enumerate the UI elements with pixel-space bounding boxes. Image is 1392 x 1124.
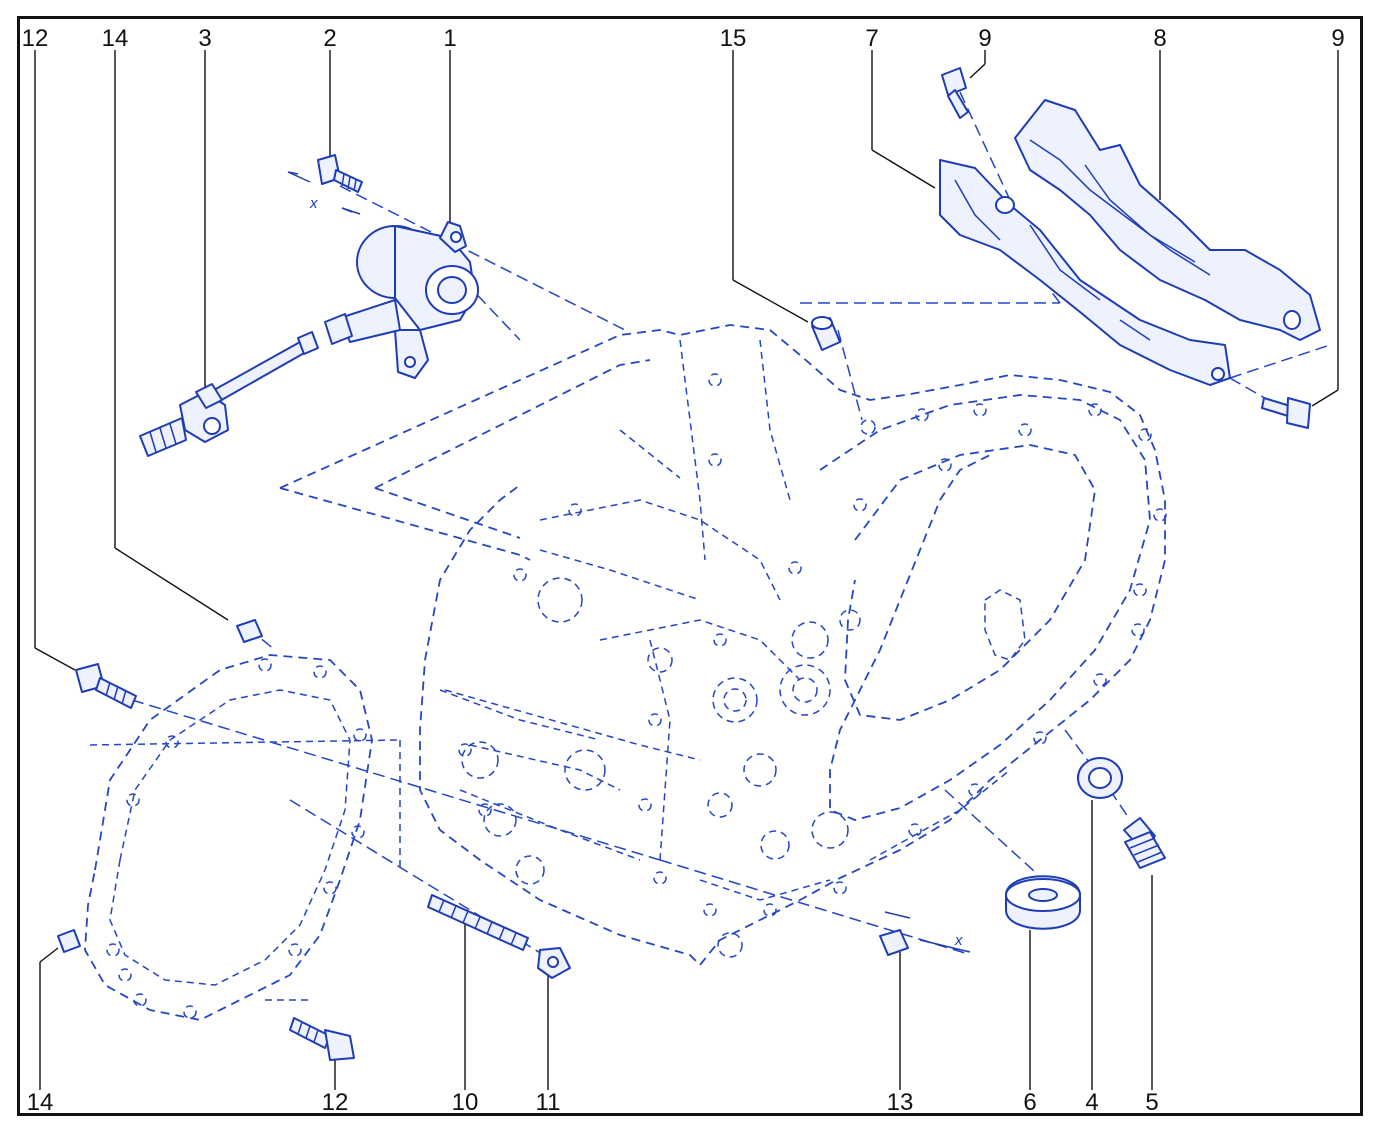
stud-part-10[interactable] <box>427 894 529 951</box>
callout-11: 11 <box>536 1089 561 1116</box>
hydraulic-pipe-part-3[interactable] <box>139 331 319 457</box>
dowel-part-15[interactable] <box>811 316 841 351</box>
leader-lines <box>34 50 1339 1090</box>
dowel-part-14-bottom[interactable] <box>57 929 81 953</box>
callout-9-right: 9 <box>1331 25 1344 52</box>
dowel-part-13[interactable] <box>879 929 909 956</box>
dimension-x-top: x <box>309 195 318 212</box>
guard-part-8[interactable] <box>1014 99 1321 341</box>
bracket-part-7[interactable] <box>939 159 1231 386</box>
dowel-part-14-top[interactable] <box>236 619 263 643</box>
callout-12-top: 12 <box>22 25 49 52</box>
callout-12-bottom: 12 <box>322 1089 349 1116</box>
transmission-housing-phantom <box>279 324 1167 966</box>
bolt-part-9-top[interactable] <box>941 67 969 119</box>
callout-15: 15 <box>720 25 747 52</box>
callout-9-top: 9 <box>978 25 991 52</box>
dimension-mark-top: x <box>287 171 361 215</box>
callout-4: 4 <box>1085 1089 1098 1116</box>
callout-2: 2 <box>323 25 336 52</box>
callout-14-bottom: 14 <box>27 1089 54 1116</box>
plug-part-5[interactable] <box>1123 817 1166 869</box>
callout-1: 1 <box>443 25 456 52</box>
seal-ring-part-6[interactable] <box>1005 875 1081 930</box>
bolt-part-12-top[interactable] <box>75 663 137 709</box>
callout-8: 8 <box>1153 25 1166 52</box>
washer-part-4[interactable] <box>1077 757 1123 799</box>
nut-part-11[interactable] <box>537 947 571 979</box>
callout-6: 6 <box>1023 1089 1036 1116</box>
callout-5: 5 <box>1145 1089 1158 1116</box>
dimension-x-bottom: x <box>954 932 963 949</box>
slave-cylinder-part-1[interactable] <box>324 221 479 379</box>
bolt-part-2[interactable] <box>317 154 363 193</box>
callout-7: 7 <box>865 25 878 52</box>
callout-3: 3 <box>198 25 211 52</box>
callout-10: 10 <box>452 1089 479 1116</box>
dimension-mark-bottom: x <box>884 911 971 953</box>
bolt-part-12-bottom[interactable] <box>289 1017 355 1061</box>
callout-13: 13 <box>887 1089 914 1116</box>
cover-gasket-phantom <box>84 654 401 1021</box>
callout-labels: 12 14 3 2 1 15 7 9 8 9 14 12 10 11 13 6 … <box>22 25 1345 1116</box>
bolt-part-9-right[interactable] <box>1261 397 1311 429</box>
callout-14-top: 14 <box>102 25 129 52</box>
